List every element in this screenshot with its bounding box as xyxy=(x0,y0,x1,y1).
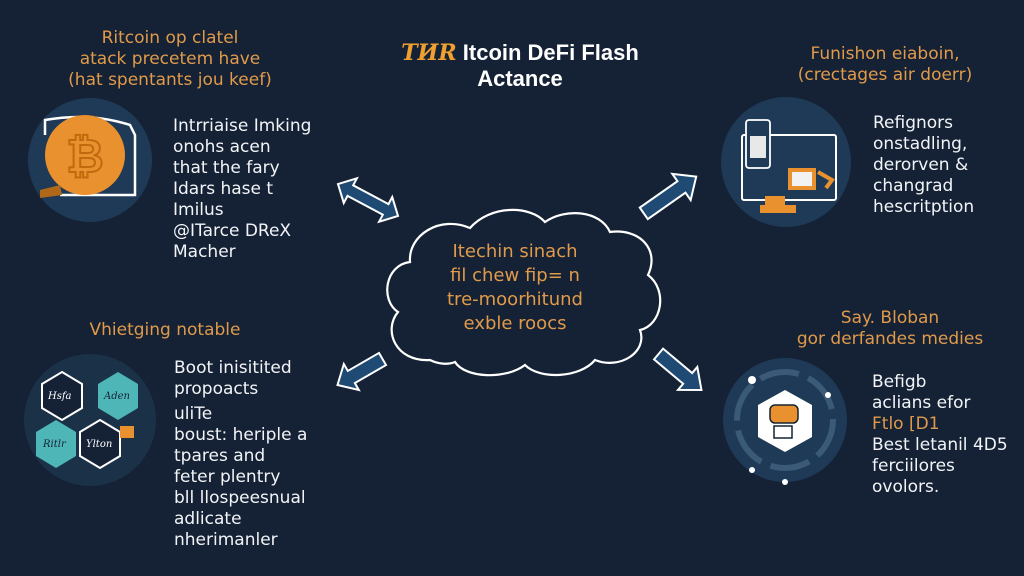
center-cloud-text: Itechin sinach fil chew fip= n tre-moorh… xyxy=(420,240,610,336)
center-cloud-shape xyxy=(386,208,662,377)
body-line: Idars hase t xyxy=(173,179,274,199)
title-line-2: Actance xyxy=(477,66,563,91)
top-right-heading: Funishon eiaboin, (crectages air doerr) xyxy=(760,44,1010,86)
computer-workstation-icon xyxy=(721,97,851,227)
cloud-line: tre-moorhitund xyxy=(447,289,583,310)
body-line: that the fary xyxy=(173,158,280,178)
hex-label: Ritlr xyxy=(43,439,66,450)
top-left-description: Intrriaise Imking onohs acen that the fa… xyxy=(173,116,311,263)
bottom-right-heading: Say. Bloban gor derfandes medies xyxy=(760,308,1020,350)
title-logo: TИR xyxy=(401,40,457,66)
heading-line: Say. Bloban xyxy=(840,308,940,328)
body-line: bll llospeesnual xyxy=(174,488,306,508)
arrow-down-right-icon xyxy=(652,347,703,392)
body-line: onstadling, xyxy=(873,134,968,154)
body-line: onohs acen xyxy=(173,137,271,157)
body-line: nherimanler xyxy=(174,530,278,550)
body-line: hescritption xyxy=(873,197,975,217)
top-left-heading: Ritcoin op clatel atack precetem have (h… xyxy=(30,28,310,91)
body-line: adlicate xyxy=(174,509,242,529)
page-title: TИR Itcoin DeFi Flash Actance xyxy=(380,40,660,92)
heading-line: (hat spentants jou keef) xyxy=(68,70,272,90)
body-line: changrad xyxy=(873,176,954,196)
heading-line: gor derfandes medies xyxy=(796,329,984,349)
body-line: aclians efor xyxy=(872,393,971,413)
body-line: Macher xyxy=(173,242,236,262)
body-line: propoacts xyxy=(174,379,259,399)
body-line: Imilus xyxy=(173,200,224,220)
body-line: tpares and xyxy=(174,446,266,466)
body-line: ferciilores xyxy=(872,456,955,476)
body-line: @ITarce DReX xyxy=(173,221,292,241)
top-right-description: Refignors onstadling, derorven & changra… xyxy=(873,113,974,218)
heading-line: (crectages air doerr) xyxy=(797,65,973,85)
body-line: feter plentry xyxy=(174,467,281,487)
double-arrow-icon xyxy=(336,176,400,224)
body-line: Refignors xyxy=(873,113,954,133)
heading-line: Funishon eiaboin, xyxy=(810,44,960,64)
arrow-down-left-icon xyxy=(336,351,388,392)
body-line: Best letanil 4D5 xyxy=(872,435,1008,455)
bottom-left-heading: Vhietging notable xyxy=(89,320,241,340)
heading-line: Ritcoin op clatel xyxy=(101,28,239,48)
body-line-accent: Ftlo [D1 xyxy=(872,414,940,434)
svg-text:₿: ₿ xyxy=(66,129,104,183)
title-line-1-text: Itcoin DeFi Flash xyxy=(462,40,639,65)
hex-label: Aden xyxy=(104,391,130,402)
body-line: ovolors. xyxy=(872,477,940,497)
bitcoin-coin-icon: ₿ xyxy=(28,98,152,222)
body-line: Boot inisitited xyxy=(174,358,292,378)
hexagon-cluster-icon xyxy=(24,354,156,486)
body-line: Intrriaise Imking xyxy=(173,116,312,136)
bottom-left-description: Boot inisitited propoacts uliTe boust: h… xyxy=(174,358,307,551)
body-line: uliTe xyxy=(174,404,213,424)
cloud-line: fil chew fip= n xyxy=(450,265,580,286)
title-line-1: TИR Itcoin DeFi Flash xyxy=(380,40,660,66)
cloud-line: exble roocs xyxy=(463,313,567,334)
arrow-up-right-icon xyxy=(638,172,698,221)
cloud-line: Itechin sinach xyxy=(452,241,578,262)
hex-label: Hsfa xyxy=(48,391,72,402)
hex-label: Ylton xyxy=(86,439,113,450)
body-line: derorven & xyxy=(873,155,969,175)
bottom-right-description: Befigb aclians efor Ftlo [D1 Best letani… xyxy=(872,372,1008,498)
robot-shield-icon xyxy=(723,358,847,485)
body-line: boust: heriple a xyxy=(174,425,308,445)
body-line: Befigb xyxy=(872,372,927,392)
heading-line: atack precetem have xyxy=(79,49,261,69)
